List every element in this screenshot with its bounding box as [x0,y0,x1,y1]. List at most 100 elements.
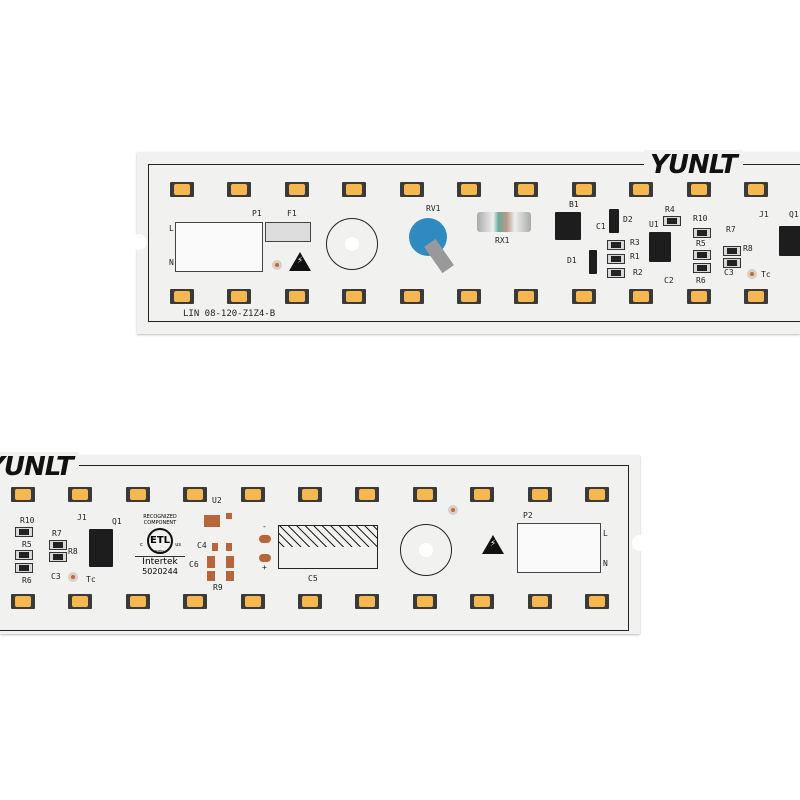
led-chip [412,594,437,609]
led-chip [457,182,481,197]
temp-test-point [68,572,78,582]
label-u2: U2 [212,496,222,505]
led-chip [298,487,322,502]
brand-logo: YUNLT [0,452,79,482]
led-chip [298,594,322,609]
cert-brand: Intertek [135,556,185,567]
label-p1: P1 [252,209,262,218]
led-chip [183,487,208,502]
led-chip [399,182,424,197]
diode-d2 [609,209,619,233]
resistor-r4 [663,216,681,226]
led-chip [240,487,265,502]
led-chip [342,182,367,197]
label-c3: C3 [51,572,61,581]
mounting-hole [400,524,452,576]
pad-r9-b [226,571,234,581]
cert-header-2: COMPONENT [143,520,177,526]
led-chip [457,289,481,304]
inductor-rx1 [477,212,531,232]
label-r10: R10 [20,516,35,525]
label-q1: Q1 [789,210,799,219]
led-chip [514,182,539,197]
test-point [448,505,458,515]
label-c2: C2 [664,276,674,285]
led-chip [68,487,93,502]
etl-us: us [175,542,181,548]
led-chip [68,594,93,609]
fuse-f1 [265,222,311,242]
led-chip [399,289,424,304]
ic-u1 [649,232,671,262]
led-chip [125,487,150,502]
label-r3: R3 [630,238,640,247]
resistor-r10 [693,228,711,238]
label-r5: R5 [22,540,32,549]
label-tc: Tc [86,575,96,584]
label-r9: R9 [213,583,223,592]
pad-u2 [204,515,220,527]
led-chip [284,289,309,304]
bottom-pcb-board: YUNLT R10 R5 R6 R7 R8 C3 Tc J1 Q1 RECOGN… [0,452,648,634]
resistor-r8 [723,258,741,268]
led-chip [470,594,495,609]
resistor-r10 [15,527,33,537]
etl-c: c [140,542,143,548]
etl-mark-icon: ETL c us LISTED [140,528,181,554]
label-r1: R1 [630,252,640,261]
led-chip [170,182,194,197]
connector-p2[interactable] [517,523,601,573]
label-tc: Tc [761,270,771,279]
brand-logo: YUNLT [644,150,743,180]
led-chip [183,594,208,609]
led-chip [686,182,711,197]
led-chip [342,289,367,304]
pad-u2-b [226,513,232,519]
mounting-notch [632,535,648,551]
resistor-r2 [607,268,625,278]
high-voltage-warning-icon: ⚡ [289,252,311,271]
label-r6: R6 [22,576,32,585]
resistor-r3 [607,240,625,250]
label-minus: - [262,522,267,531]
resistor-r5 [15,550,33,560]
connector-p1[interactable] [175,222,263,272]
label-c6: C6 [189,560,199,569]
label-r6: R6 [696,276,706,285]
label-c1: C1 [596,222,606,231]
pad-c4 [212,543,218,551]
label-d2: D2 [623,215,633,224]
led-chip [686,289,711,304]
label-r5: R5 [696,239,706,248]
high-voltage-warning-icon: ⚡ [482,535,504,554]
temp-test-point [747,269,757,279]
led-chip [470,487,495,502]
label-n: N [603,559,608,568]
resistor-r6 [693,263,711,273]
pad-c6 [207,556,215,568]
label-q1: Q1 [112,517,122,526]
diode-d1 [589,250,597,274]
board-outline [0,465,629,631]
label-rv1: RV1 [426,204,441,213]
led-chip [284,182,309,197]
pad-r9 [207,571,215,581]
etl-listed: LISTED [153,549,164,553]
etl-certification: RECOGNIZED COMPONENT ETL c us LISTED Int… [135,514,185,576]
led-chip [514,289,539,304]
label-j1: J1 [759,210,769,219]
etl-mark: ETL [149,535,171,546]
label-u1: U1 [649,220,659,229]
led-chip [744,289,768,304]
led-chip [227,182,252,197]
resistor-r5 [693,250,711,260]
led-chip [527,487,552,502]
label-b1: B1 [569,200,579,209]
label-n: N [169,258,174,267]
led-chip [527,594,552,609]
led-chip [355,487,380,502]
label-r4: R4 [665,205,675,214]
led-chip [125,594,150,609]
board-outline [148,164,800,322]
led-chip [629,182,654,197]
